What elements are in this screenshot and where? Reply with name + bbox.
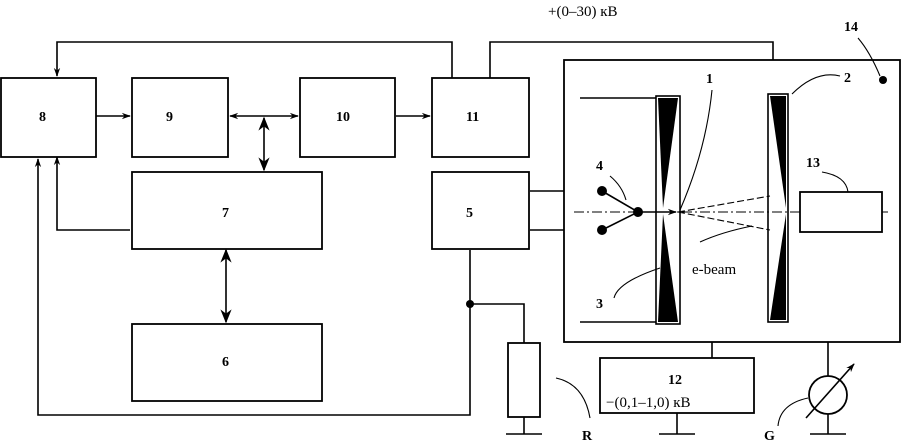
galvanometer-label: G — [764, 429, 775, 441]
block-5-label: 5 — [466, 206, 473, 221]
chamber-label: 14 — [844, 20, 858, 35]
block-11-label: 11 — [466, 110, 479, 125]
resistor-label: R — [582, 429, 593, 441]
junction-dot — [466, 300, 474, 308]
wire-5-to-8 — [34, 158, 471, 416]
anode-wedge-bottom — [770, 214, 786, 320]
vacuum-chamber: 14 13 1 2 4 3 e-beam — [563, 20, 901, 343]
block-8-label: 8 — [39, 110, 46, 125]
cathode-wedge-top — [658, 98, 678, 208]
target-leader — [679, 89, 713, 211]
emitter-contact-bottom — [597, 225, 607, 235]
block-10-label: 10 — [336, 110, 350, 125]
detector-label: 13 — [806, 156, 820, 171]
block-9-label: 9 — [166, 110, 173, 125]
detector-leader — [821, 171, 849, 193]
galvanometer-leader — [777, 397, 809, 427]
wire-11-to-8 — [53, 41, 453, 78]
ebeam-leader — [699, 225, 753, 243]
block-8: 8 — [0, 77, 97, 158]
block-7-label: 7 — [222, 206, 229, 221]
emitter-leader — [609, 175, 627, 201]
block-11: 11 — [431, 77, 530, 158]
low-voltage-label: −(0,1–1,0) кВ — [606, 395, 691, 411]
chamber-leader — [857, 37, 881, 77]
block-12-label: 12 — [668, 373, 682, 388]
chamber-dot — [879, 76, 887, 84]
block-5: 5 — [431, 171, 530, 250]
block-6: 6 — [131, 323, 323, 402]
resistor-r: R — [507, 342, 593, 441]
block-9: 9 — [131, 77, 229, 158]
galvanometer-g: G — [764, 363, 855, 441]
block-6-label: 6 — [222, 355, 229, 370]
anode-leader — [791, 74, 841, 95]
block-7: 7 — [131, 171, 323, 250]
block-12: 12 −(0,1–1,0) кВ — [599, 357, 755, 414]
cathode-label: 3 — [596, 297, 603, 312]
beam-upper-ray — [677, 195, 771, 213]
wire-5-to-r — [470, 303, 525, 343]
block-10: 10 — [299, 77, 396, 158]
ebeam-label: e-beam — [692, 262, 736, 278]
anode-wedge-top — [770, 96, 786, 208]
cathode-wedge-bottom — [658, 214, 678, 322]
cathode-leader — [613, 267, 661, 299]
target-label: 1 — [706, 72, 713, 87]
wires — [34, 41, 846, 435]
wire-7-to-8 — [53, 156, 130, 231]
anode-label: 2 — [844, 71, 851, 86]
beam-lower-ray — [677, 211, 771, 231]
emitter-contact-top — [597, 186, 607, 196]
high-voltage-label: +(0–30) кВ — [548, 4, 618, 20]
emitter-label: 4 — [596, 159, 603, 174]
galvanometer-needle — [805, 363, 855, 419]
resistor-leader — [555, 377, 591, 419]
